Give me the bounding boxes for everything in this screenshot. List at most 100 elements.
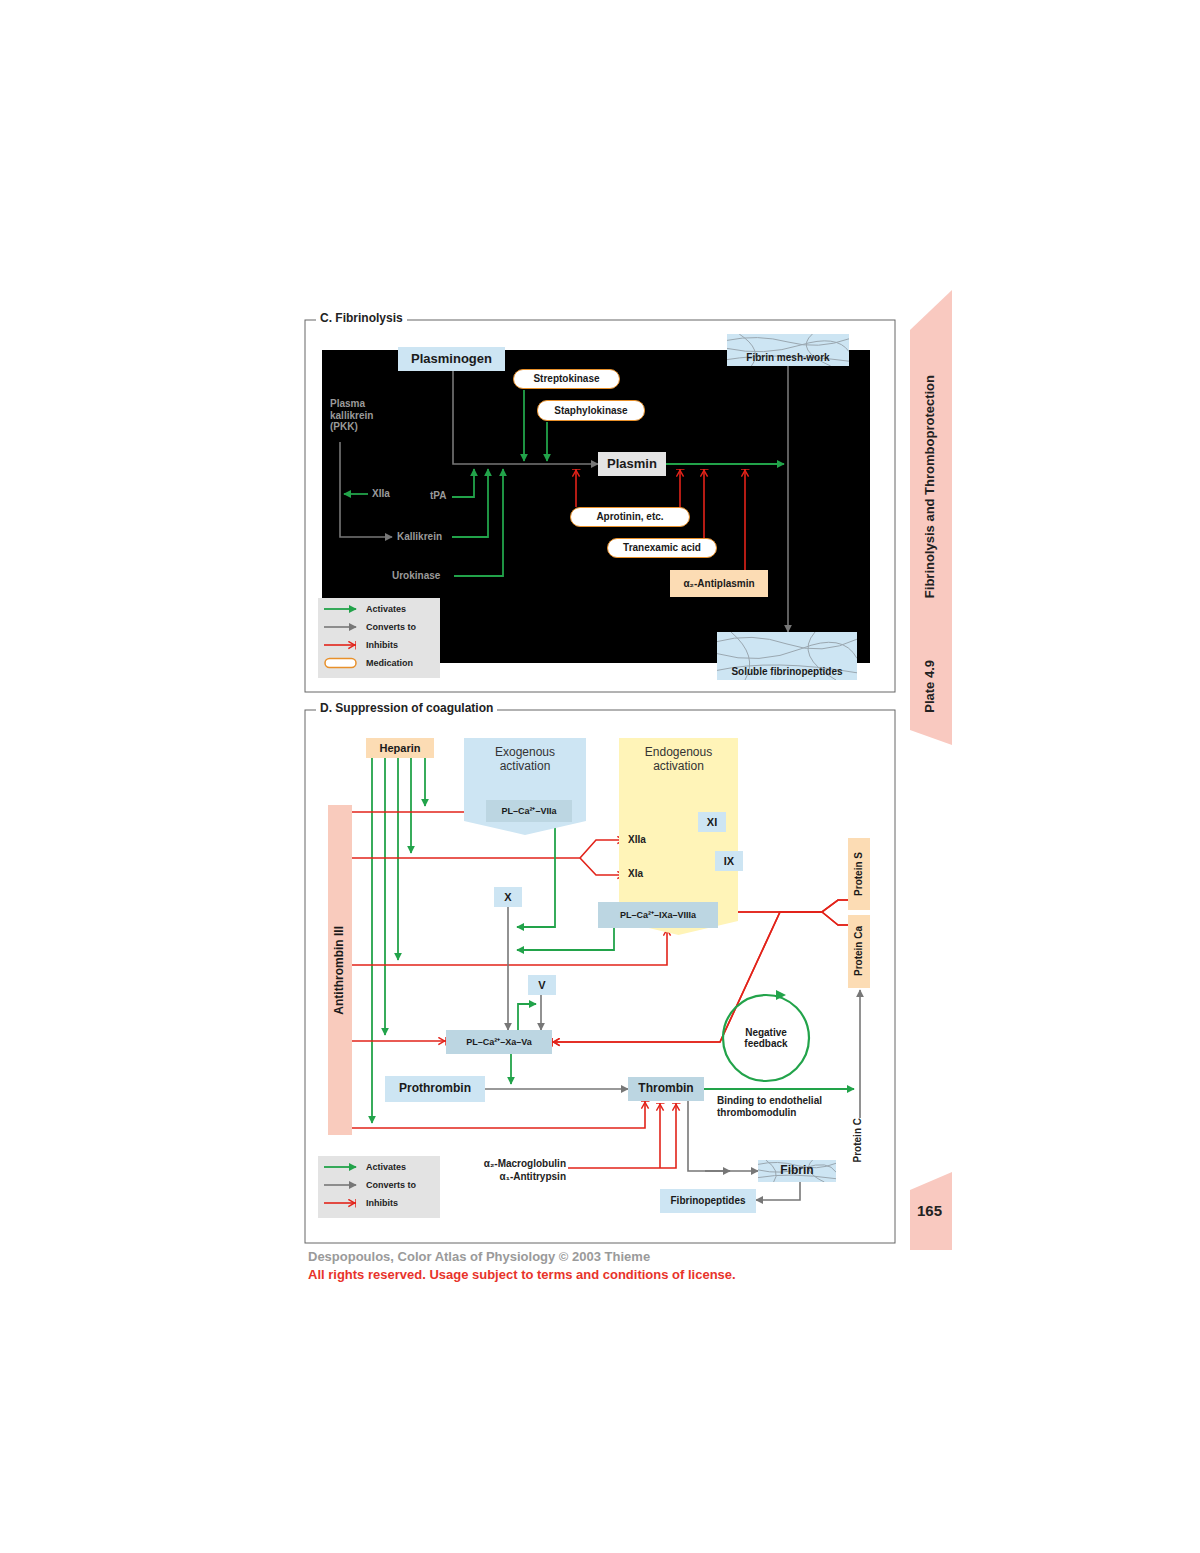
connector-arrow: [352, 928, 667, 965]
node-text: Heparin: [380, 742, 421, 755]
node-text: X: [504, 891, 511, 904]
label-text: 165: [917, 1202, 942, 1219]
substance-box: Fibrinopeptides: [660, 1189, 756, 1213]
activation-arrow: [510, 1054, 512, 1084]
legend-item: Activates: [322, 603, 406, 615]
legend-box: [318, 1156, 440, 1218]
node-text: Fibrin: [780, 1164, 813, 1178]
connector-arrow: [507, 907, 509, 1030]
label-text: XIIa: [372, 488, 390, 500]
legend-text: Converts to: [366, 1180, 416, 1190]
activation-arrow: [410, 758, 412, 853]
node-text: IX: [724, 855, 734, 868]
legend-text: Activates: [366, 604, 406, 614]
node-text: Soluble fibrinopeptides: [731, 666, 842, 678]
legend-swatch: [324, 1166, 356, 1168]
connector-arrow: [787, 366, 789, 632]
activation-arrow: [518, 1004, 536, 1030]
legend-swatch: [322, 657, 360, 669]
fibrin-box: Fibrin: [758, 1160, 836, 1182]
fibrin-box: Fibrin mesh-work: [727, 334, 849, 366]
node-text: Thrombin: [638, 1082, 693, 1096]
band-shape: [464, 738, 586, 835]
label-text: XIIa: [628, 834, 646, 846]
node-text: Exogenous activation: [480, 746, 570, 774]
inhibition-line: [679, 469, 681, 507]
fibrin-mesh: [717, 642, 857, 658]
medication-pill: Staphylokinase: [537, 400, 645, 421]
legend-box: [318, 598, 440, 678]
node-text: Fibrinopeptides: [671, 1195, 746, 1207]
legend-item: Converts to: [322, 621, 416, 633]
legend-swatch: [322, 639, 360, 651]
enzyme-box: Thrombin: [628, 1077, 704, 1101]
panel-frame: [305, 710, 895, 1243]
node-text: Endogenous activation: [634, 746, 724, 774]
activation-arrow: [452, 469, 474, 497]
inhibition-line: [568, 1103, 676, 1168]
connector-arrow: [352, 1101, 645, 1128]
label-text: XIa: [628, 868, 643, 880]
enzyme-box: Plasmin: [598, 452, 666, 476]
label-text: D. Suppression of coagulation: [316, 702, 497, 716]
legend-swatch: [324, 644, 356, 646]
fibrin-box: Soluble fibrinopeptides: [717, 632, 857, 680]
legend-swatch: [322, 621, 360, 633]
activation-arrow: [666, 463, 784, 465]
fibrin-mesh: [766, 1160, 776, 1182]
connector-arrow: [540, 995, 542, 1030]
page-tab: [910, 1172, 952, 1250]
connector-arrow: [552, 912, 848, 1042]
inhibition-line: [703, 469, 705, 538]
label-text: All rights reserved. Usage subject to te…: [308, 1268, 736, 1283]
legend-text: Activates: [366, 1162, 406, 1172]
activation-arrow: [452, 469, 488, 537]
activation-arrow: [397, 758, 399, 960]
medication-pill: Tranexamic acid: [607, 538, 717, 558]
inhibition-line: [575, 469, 577, 507]
node-text: Staphylokinase: [554, 405, 627, 417]
node-text: Aprotinin, etc.: [596, 511, 663, 523]
legend-swatch: [324, 626, 356, 628]
node-text: Plasmin: [607, 457, 657, 472]
node-text: PL–Ca²⁺–VIIa: [501, 806, 556, 816]
label-text: Binding to endothelial thrombomodulin: [717, 1095, 837, 1118]
legend-swatch: [324, 1202, 356, 1204]
label-text: Despopoulos, Color Atlas of Physiology ©…: [308, 1250, 650, 1265]
page-tab: [910, 290, 952, 745]
connector-arrow: [352, 1040, 446, 1042]
legend-swatch: [322, 1197, 360, 1209]
activation-arrow: [424, 758, 426, 806]
legend-text: Inhibits: [366, 640, 398, 650]
node-text: Tranexamic acid: [623, 542, 701, 554]
node-text: Antithrombin III: [333, 926, 347, 1015]
substance-box: Prothrombin: [385, 1076, 485, 1102]
node-text: Protein Ca: [853, 926, 865, 976]
connector-arrow: [552, 900, 848, 1042]
medication-pill: Streptokinase: [513, 369, 620, 389]
legend-text: Medication: [366, 658, 413, 668]
legend-item: Medication: [322, 657, 413, 669]
fibrin-mesh: [727, 341, 849, 352]
legend-swatch: [325, 659, 356, 668]
node-text: PL–Ca²⁺–Xa–Va: [466, 1037, 532, 1047]
connector-group: [352, 366, 848, 1200]
protein-band: Protein S: [848, 838, 870, 910]
pathway-band: Exogenous activationPL–Ca²⁺–VIIa: [464, 738, 586, 835]
factor-box: V: [528, 975, 556, 995]
legend-swatch: [324, 1184, 356, 1186]
activation-arrow: [384, 758, 386, 1035]
node-text: Streptokinase: [533, 373, 599, 385]
node-text: Plasminogen: [411, 352, 492, 367]
label-text: tPA: [430, 490, 446, 502]
inhibition-line: [352, 857, 580, 859]
inhibitor-box: α₂-Antiplasmin: [670, 570, 768, 597]
activation-arrow: [523, 390, 525, 461]
label-text: Plasma kallikrein (PKK): [330, 398, 388, 433]
feedback-loop: [723, 995, 809, 1081]
panel-frame: [305, 320, 895, 692]
activation-arrow: [344, 493, 368, 495]
legend-swatch: [322, 1179, 360, 1191]
node-text: Negative feedback: [733, 1027, 799, 1050]
activation-arrow: [517, 822, 555, 927]
